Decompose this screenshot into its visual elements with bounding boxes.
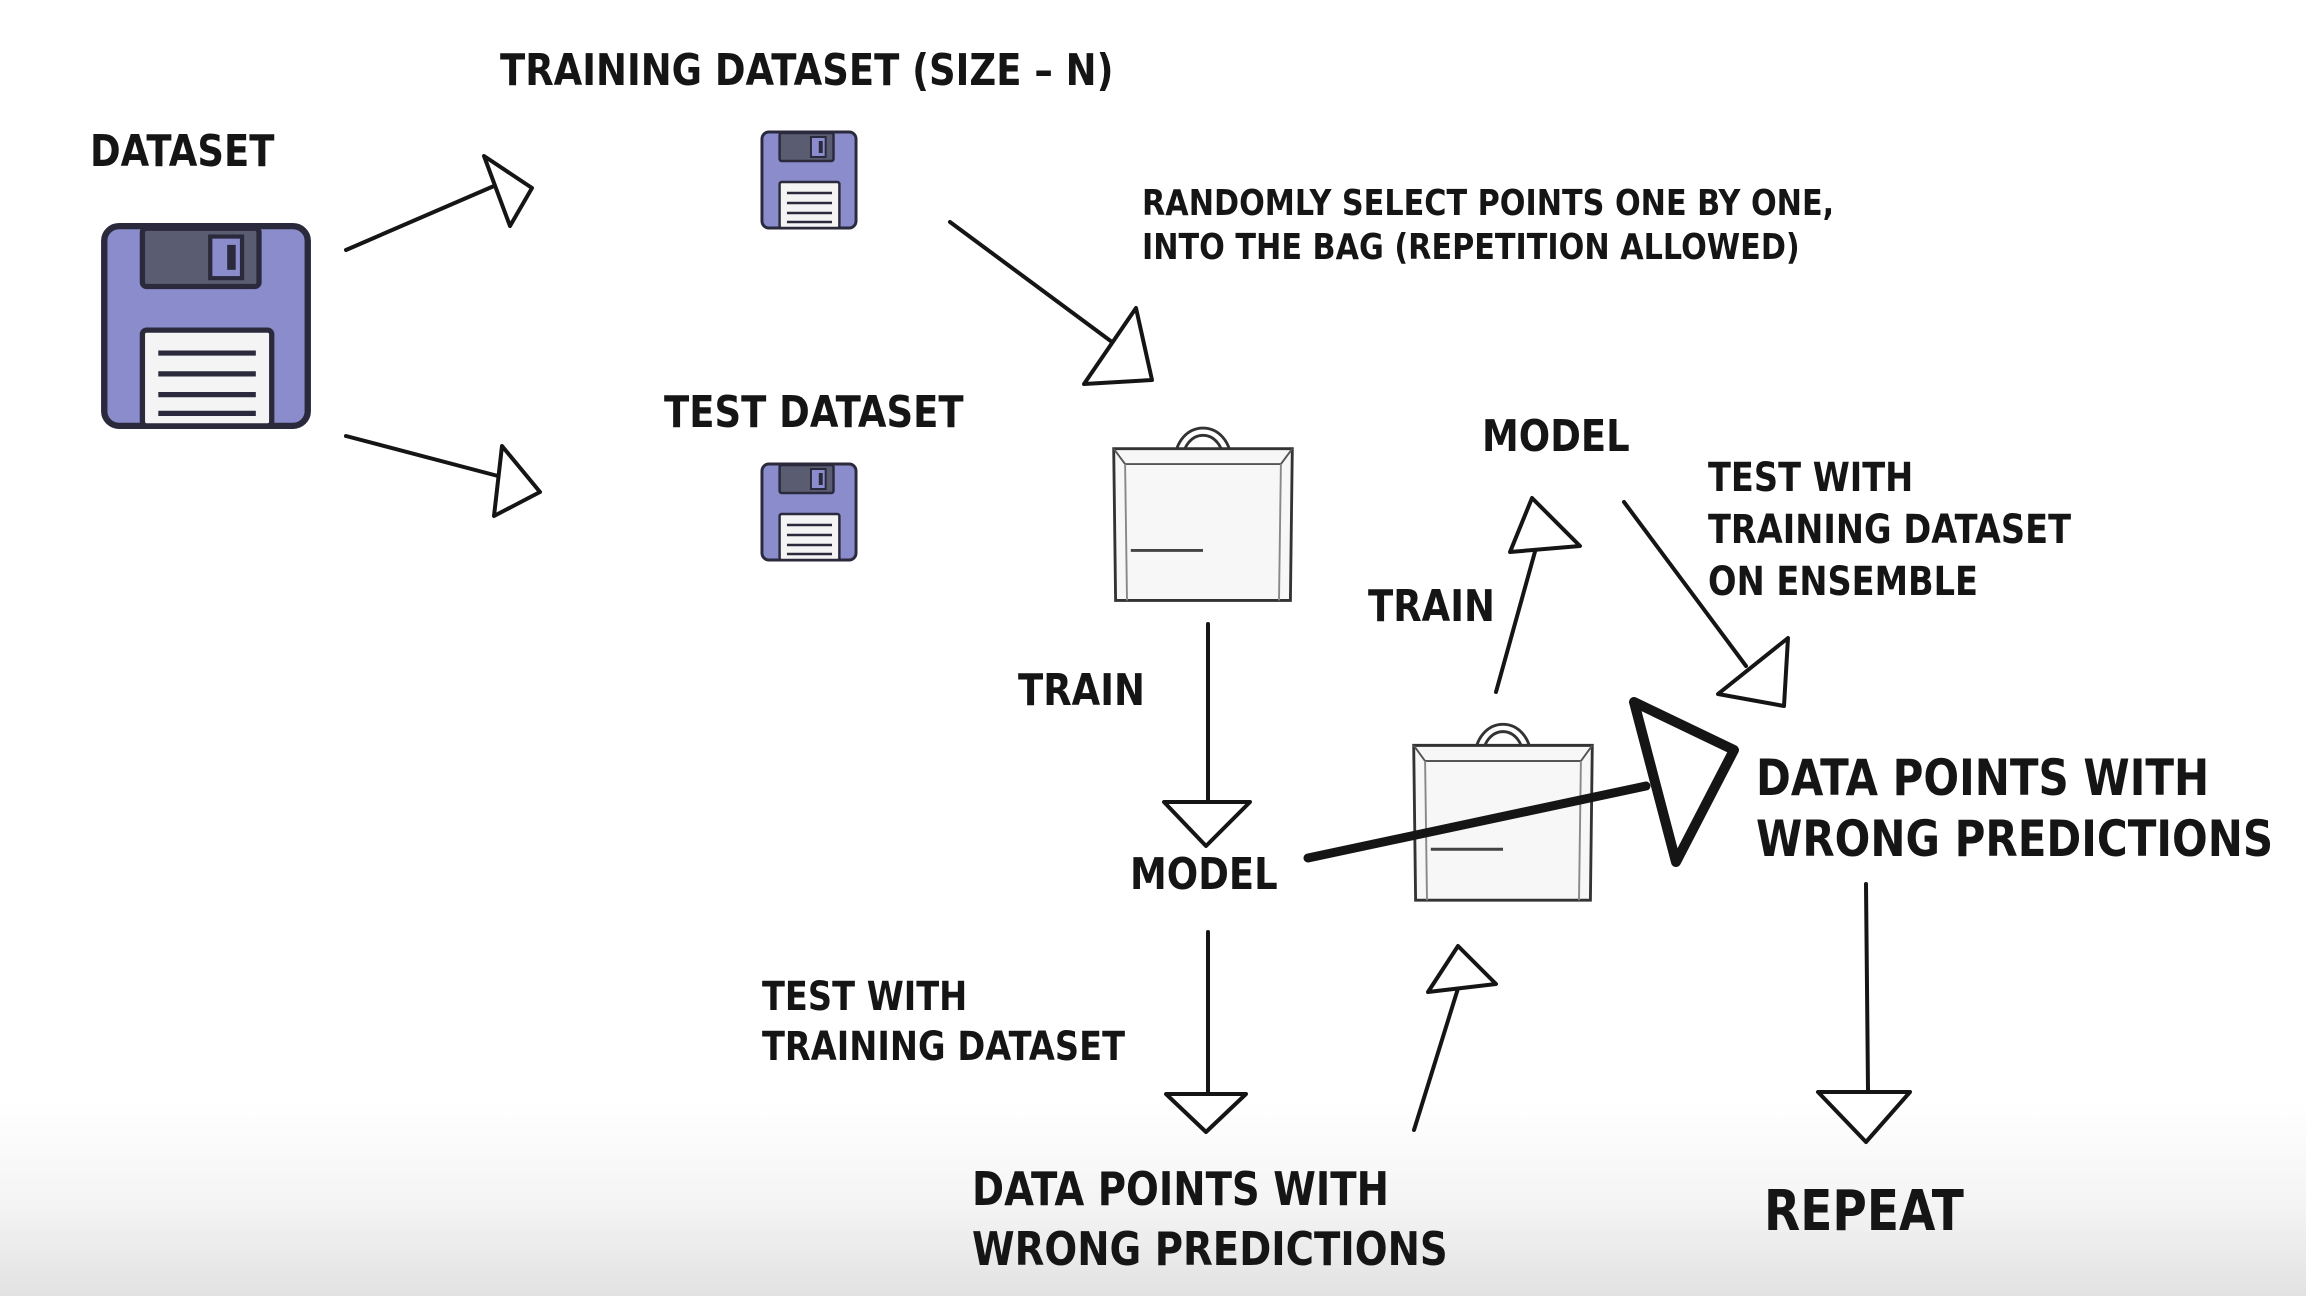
test-with-ensemble-line-1: TEST WITH	[1708, 455, 1914, 501]
arrow-training-to-bag-shaft	[948, 220, 1114, 344]
arrow-wrong2-to-repeat-shaft	[1864, 882, 1870, 1092]
train-label-2: TRAIN	[1368, 581, 1495, 632]
dataset-floppy-disk-icon	[104, 226, 308, 426]
test-with-training-line-2: TRAINING DATASET	[762, 1024, 1125, 1071]
arrow-model-to-wrong2-shaft	[1303, 781, 1651, 863]
test-with-ensemble-label: TEST WITH TRAINING DATASET ON ENSEMBLE	[1708, 452, 2071, 608]
wrong-predictions-2-line-2: WRONG PREDICTIONS	[1756, 810, 2274, 868]
wrong-predictions-1-line-1: DATA POINTS WITH	[972, 1162, 1389, 1216]
arrow-bag2-to-model2-shaft	[1494, 546, 1538, 694]
arrow-wrong-to-bag2-shaft	[1412, 980, 1462, 1132]
training-dataset-label: TRAINING DATASET (SIZE – N)	[500, 45, 1114, 96]
arrow-dataset-to-test-head	[492, 444, 542, 518]
test-dataset-floppy-disk-icon	[760, 462, 858, 562]
arrow-dataset-to-test-shaft	[344, 434, 500, 478]
arrow-wrong2-to-repeat-head	[1816, 1090, 1912, 1144]
random-select-line-2: INTO THE BAG (REPETITION ALLOWED)	[1142, 226, 1800, 268]
test-with-training-line-1: TEST WITH	[762, 974, 968, 1020]
test-dataset-label: TEST DATASET	[664, 387, 964, 438]
training-dataset-floppy-disk-icon	[760, 130, 858, 230]
arrow-bag2-to-model2-head	[1508, 496, 1582, 554]
arrow-model-to-wrong2-head	[1629, 697, 1739, 867]
arrow-bag-to-model-head	[1162, 800, 1252, 848]
model-label-2: MODEL	[1482, 411, 1630, 462]
repeat-label: REPEAT	[1764, 1179, 1964, 1244]
wrong-predictions-label-1: DATA POINTS WITH WRONG PREDICTIONS	[972, 1160, 1448, 1280]
test-with-ensemble-line-3: ON ENSEMBLE	[1708, 559, 1979, 605]
arrow-dataset-to-training-shaft	[344, 184, 496, 252]
bag-1-shopping-bag-icon	[1112, 426, 1294, 602]
arrow-model2-to-wrong2-shaft	[1622, 500, 1748, 668]
arrow-training-to-bag-head	[1082, 306, 1154, 386]
test-with-ensemble-line-2: TRAINING DATASET	[1708, 507, 2071, 553]
arrow-wrong-to-bag2-head	[1426, 944, 1498, 994]
random-select-line-1: RANDOMLY SELECT POINTS ONE BY ONE,	[1142, 183, 1835, 224]
train-label-1: TRAIN	[1018, 665, 1145, 716]
wrong-predictions-label-2: DATA POINTS WITH WRONG PREDICTIONS	[1756, 748, 2273, 870]
wrong-predictions-1-line-2: WRONG PREDICTIONS	[972, 1221, 1448, 1276]
wrong-predictions-2-line-1: DATA POINTS WITH	[1756, 749, 2210, 807]
arrow-dataset-to-training-head	[482, 154, 534, 228]
arrow-model2-to-wrong2-head	[1716, 636, 1790, 708]
model-label-1: MODEL	[1130, 849, 1278, 900]
arrow-model-to-wrong-head	[1164, 1092, 1248, 1134]
random-select-label: RANDOMLY SELECT POINTS ONE BY ONE, INTO …	[1142, 182, 1834, 270]
dataset-label: DATASET	[90, 126, 275, 177]
test-with-training-label: TEST WITH TRAINING DATASET	[762, 972, 1125, 1073]
